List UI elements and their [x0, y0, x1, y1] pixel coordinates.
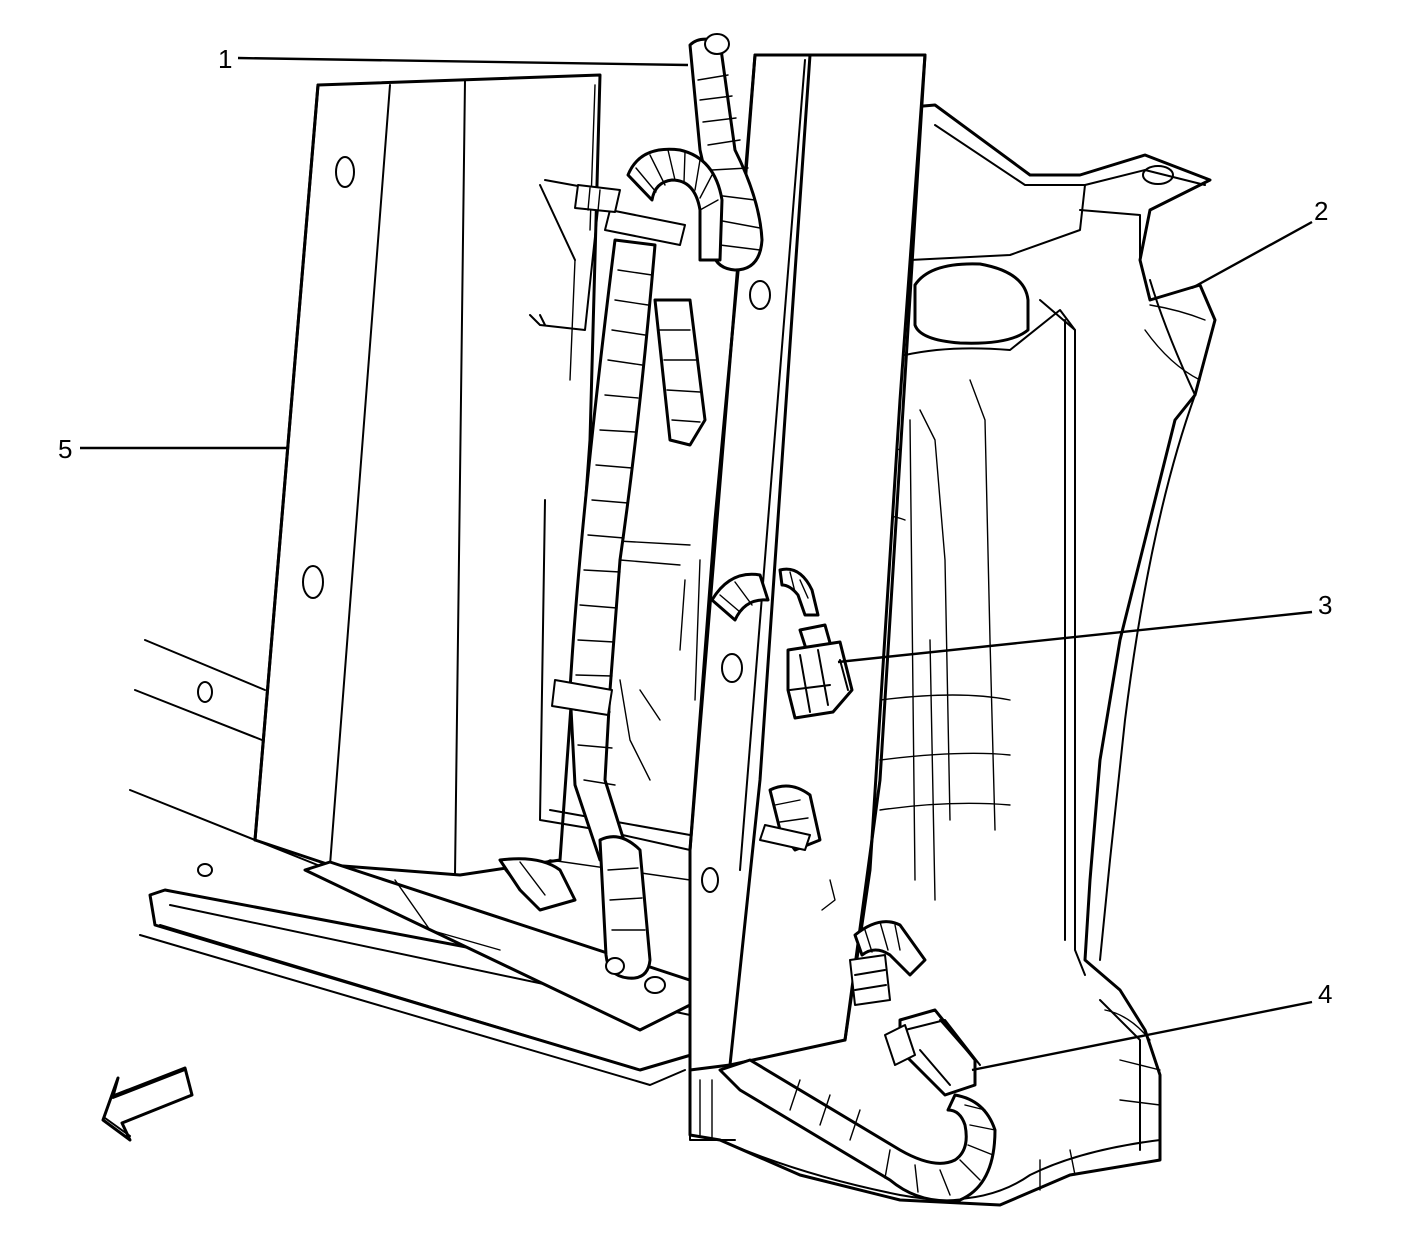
leader-lines	[80, 56, 1313, 1072]
electrical-connector-upper	[786, 623, 854, 720]
electrical-connector-lower	[884, 1008, 981, 1097]
callout-4: 4	[1318, 979, 1332, 1009]
callout-1: 1	[218, 44, 232, 74]
leader-line-1	[237, 56, 689, 67]
pillar-panel	[253, 73, 602, 877]
callout-2: 2	[1314, 196, 1328, 226]
front-direction-arrow-icon	[101, 1066, 194, 1142]
leader-line-4	[971, 1000, 1313, 1072]
center-brace	[679, 53, 927, 1072]
wiring-harness	[498, 33, 997, 1203]
callout-3: 3	[1318, 590, 1332, 620]
leader-line-2	[1191, 220, 1313, 290]
leader-line-3	[837, 610, 1313, 664]
callout-5: 5	[58, 434, 72, 464]
callout-labels: 1 2 3 4 5	[58, 44, 1332, 1009]
lower-mount-clip	[821, 879, 891, 1006]
